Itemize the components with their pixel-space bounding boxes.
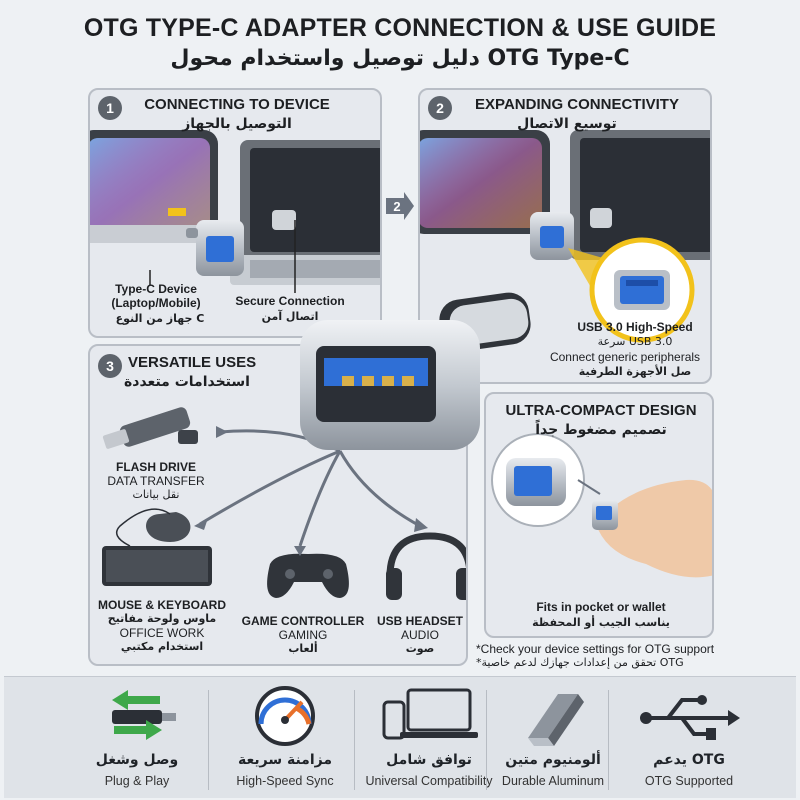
flash-drive-sub: DATA TRANSFER <box>107 474 205 488</box>
mouse-icon <box>115 508 191 547</box>
speedometer-icon <box>255 686 315 746</box>
feature-universal-label: Universal Compatibility <box>365 774 493 788</box>
feature-divider <box>208 690 209 790</box>
device-label: Type-C Device (Laptop/Mobile) <box>96 282 216 310</box>
step-3-title-arabic: استخدامات متعددة <box>124 374 250 390</box>
feature-otg-arabic: يدعم OTG <box>653 752 725 768</box>
feature-durable-arabic: ألومنيوم متين <box>505 752 601 768</box>
flash-drive-icon <box>102 407 198 449</box>
step-2-title: EXPANDING CONNECTIVITY <box>475 96 679 113</box>
step-arrow: 2 <box>384 190 416 222</box>
feature-plug-play: وصل وشغل Plug & Play <box>72 680 202 796</box>
feature-high-speed-label: High-Speed Sync <box>236 774 334 788</box>
adapter-hero-image <box>290 280 540 460</box>
step-1-title: CONNECTING TO DEVICE <box>144 96 330 113</box>
feature-divider <box>608 690 609 790</box>
feature-plug-play-label: Plug & Play <box>104 774 170 788</box>
feature-durable: ألومنيوم متين Durable Aluminum <box>488 680 618 796</box>
otg-note-arabic: *تحقق من إعدادات جهازك لدعم خاصية OTG <box>476 656 684 669</box>
step-3-badge: 3 <box>98 354 122 378</box>
pocket-label-arabic: يناسب الجيب أو المحفظة <box>532 616 670 629</box>
connecting-illustration <box>90 130 380 293</box>
usb-speed-arabic: سرعة USB 3.0 <box>597 335 673 348</box>
otg-note: *Check your device settings for OTG supp… <box>476 642 715 656</box>
aluminum-bar-icon <box>528 694 584 746</box>
feature-divider <box>486 690 487 790</box>
feature-high-speed-arabic: مزامنة سريعة <box>237 752 333 768</box>
game-controller-title: GAME CONTROLLER <box>241 614 365 628</box>
keyboard-icon <box>102 546 212 586</box>
uses-illustration <box>102 407 466 600</box>
connect-peripherals-label: Connect generic peripherals <box>549 350 701 364</box>
expanding-illustration <box>420 130 710 343</box>
device-label-line1: Type-C Device <box>115 282 197 296</box>
feature-universal-arabic: توافق شامل <box>386 752 472 768</box>
step-1-title-arabic: التوصيل بالجهاز <box>182 116 292 132</box>
compact-title-arabic: تصميم مضغوط جداً <box>535 422 667 438</box>
mouse-keyboard-arabic-sub: استخدام مكتبي <box>120 640 204 653</box>
feature-plug-play-arabic: وصل وشغل <box>95 752 179 768</box>
page-subtitle-arabic: دليل توصيل واستخدام محول OTG Type-C <box>170 46 630 71</box>
pocket-label: Fits in pocket or wallet <box>536 600 666 614</box>
step-3-title: VERSATILE USES <box>128 354 257 371</box>
devices-icon <box>382 688 478 740</box>
usb-headset-sub: AUDIO <box>400 628 439 642</box>
step-1-badge: 1 <box>98 96 122 120</box>
game-controller-arabic: ألعاب <box>288 642 318 655</box>
feature-durable-label: Durable Aluminum <box>501 774 605 788</box>
feature-otg-label: OTG Supported <box>644 774 734 788</box>
headset-icon <box>386 532 466 600</box>
connect-peripherals-arabic: صل الأجهزة الطرفية <box>578 365 692 378</box>
usb-headset-title: USB HEADSET <box>376 614 463 628</box>
feature-high-speed: مزامنة سريعة High-Speed Sync <box>220 680 350 796</box>
device-label-arabic: جهاز من النوع C <box>115 312 205 325</box>
usb-headset-arabic: صوت <box>405 642 435 655</box>
step-2-title-arabic: توسيع الاتصال <box>517 116 617 132</box>
panel-ultra-compact: ULTRA-COMPACT DESIGN تصميم مضغوط جداً Fi… <box>484 392 714 638</box>
feature-universal: توافق شامل Universal Compatibility <box>364 680 494 796</box>
usb-symbol-icon <box>640 695 740 740</box>
device-label-line2: (Laptop/Mobile) <box>111 296 201 310</box>
plug-play-icon <box>112 690 176 740</box>
compact-title: ULTRA-COMPACT DESIGN <box>505 402 697 419</box>
secure-connection-arabic: اتصال آمن <box>261 310 319 323</box>
game-controller-icon <box>267 553 349 598</box>
secure-connection-label: Secure Connection <box>235 294 345 308</box>
step-2-badge: 2 <box>428 96 452 120</box>
mouse-keyboard-arabic: ماوس ولوحة مفاتيح <box>107 612 217 625</box>
usb-speed-label: USB 3.0 High-Speed <box>577 320 693 334</box>
flash-drive-title: FLASH DRIVE <box>115 460 196 474</box>
feature-otg: يدعم OTG OTG Supported <box>624 680 754 796</box>
page-title: OTG TYPE-C ADAPTER CONNECTION & USE GUID… <box>83 14 717 42</box>
mouse-keyboard-title: MOUSE & KEYBOARD <box>97 598 226 612</box>
game-controller-sub: GAMING <box>278 628 328 642</box>
step-arrow-number: 2 <box>393 199 400 214</box>
panel-connecting: 1 CONNECTING TO DEVICE التوصيل بالجهاز T… <box>88 88 382 338</box>
feature-divider <box>354 690 355 790</box>
mouse-keyboard-sub: OFFICE WORK <box>119 626 205 640</box>
flash-drive-arabic: نقل بيانات <box>132 488 180 501</box>
compact-illustration <box>491 433 712 578</box>
